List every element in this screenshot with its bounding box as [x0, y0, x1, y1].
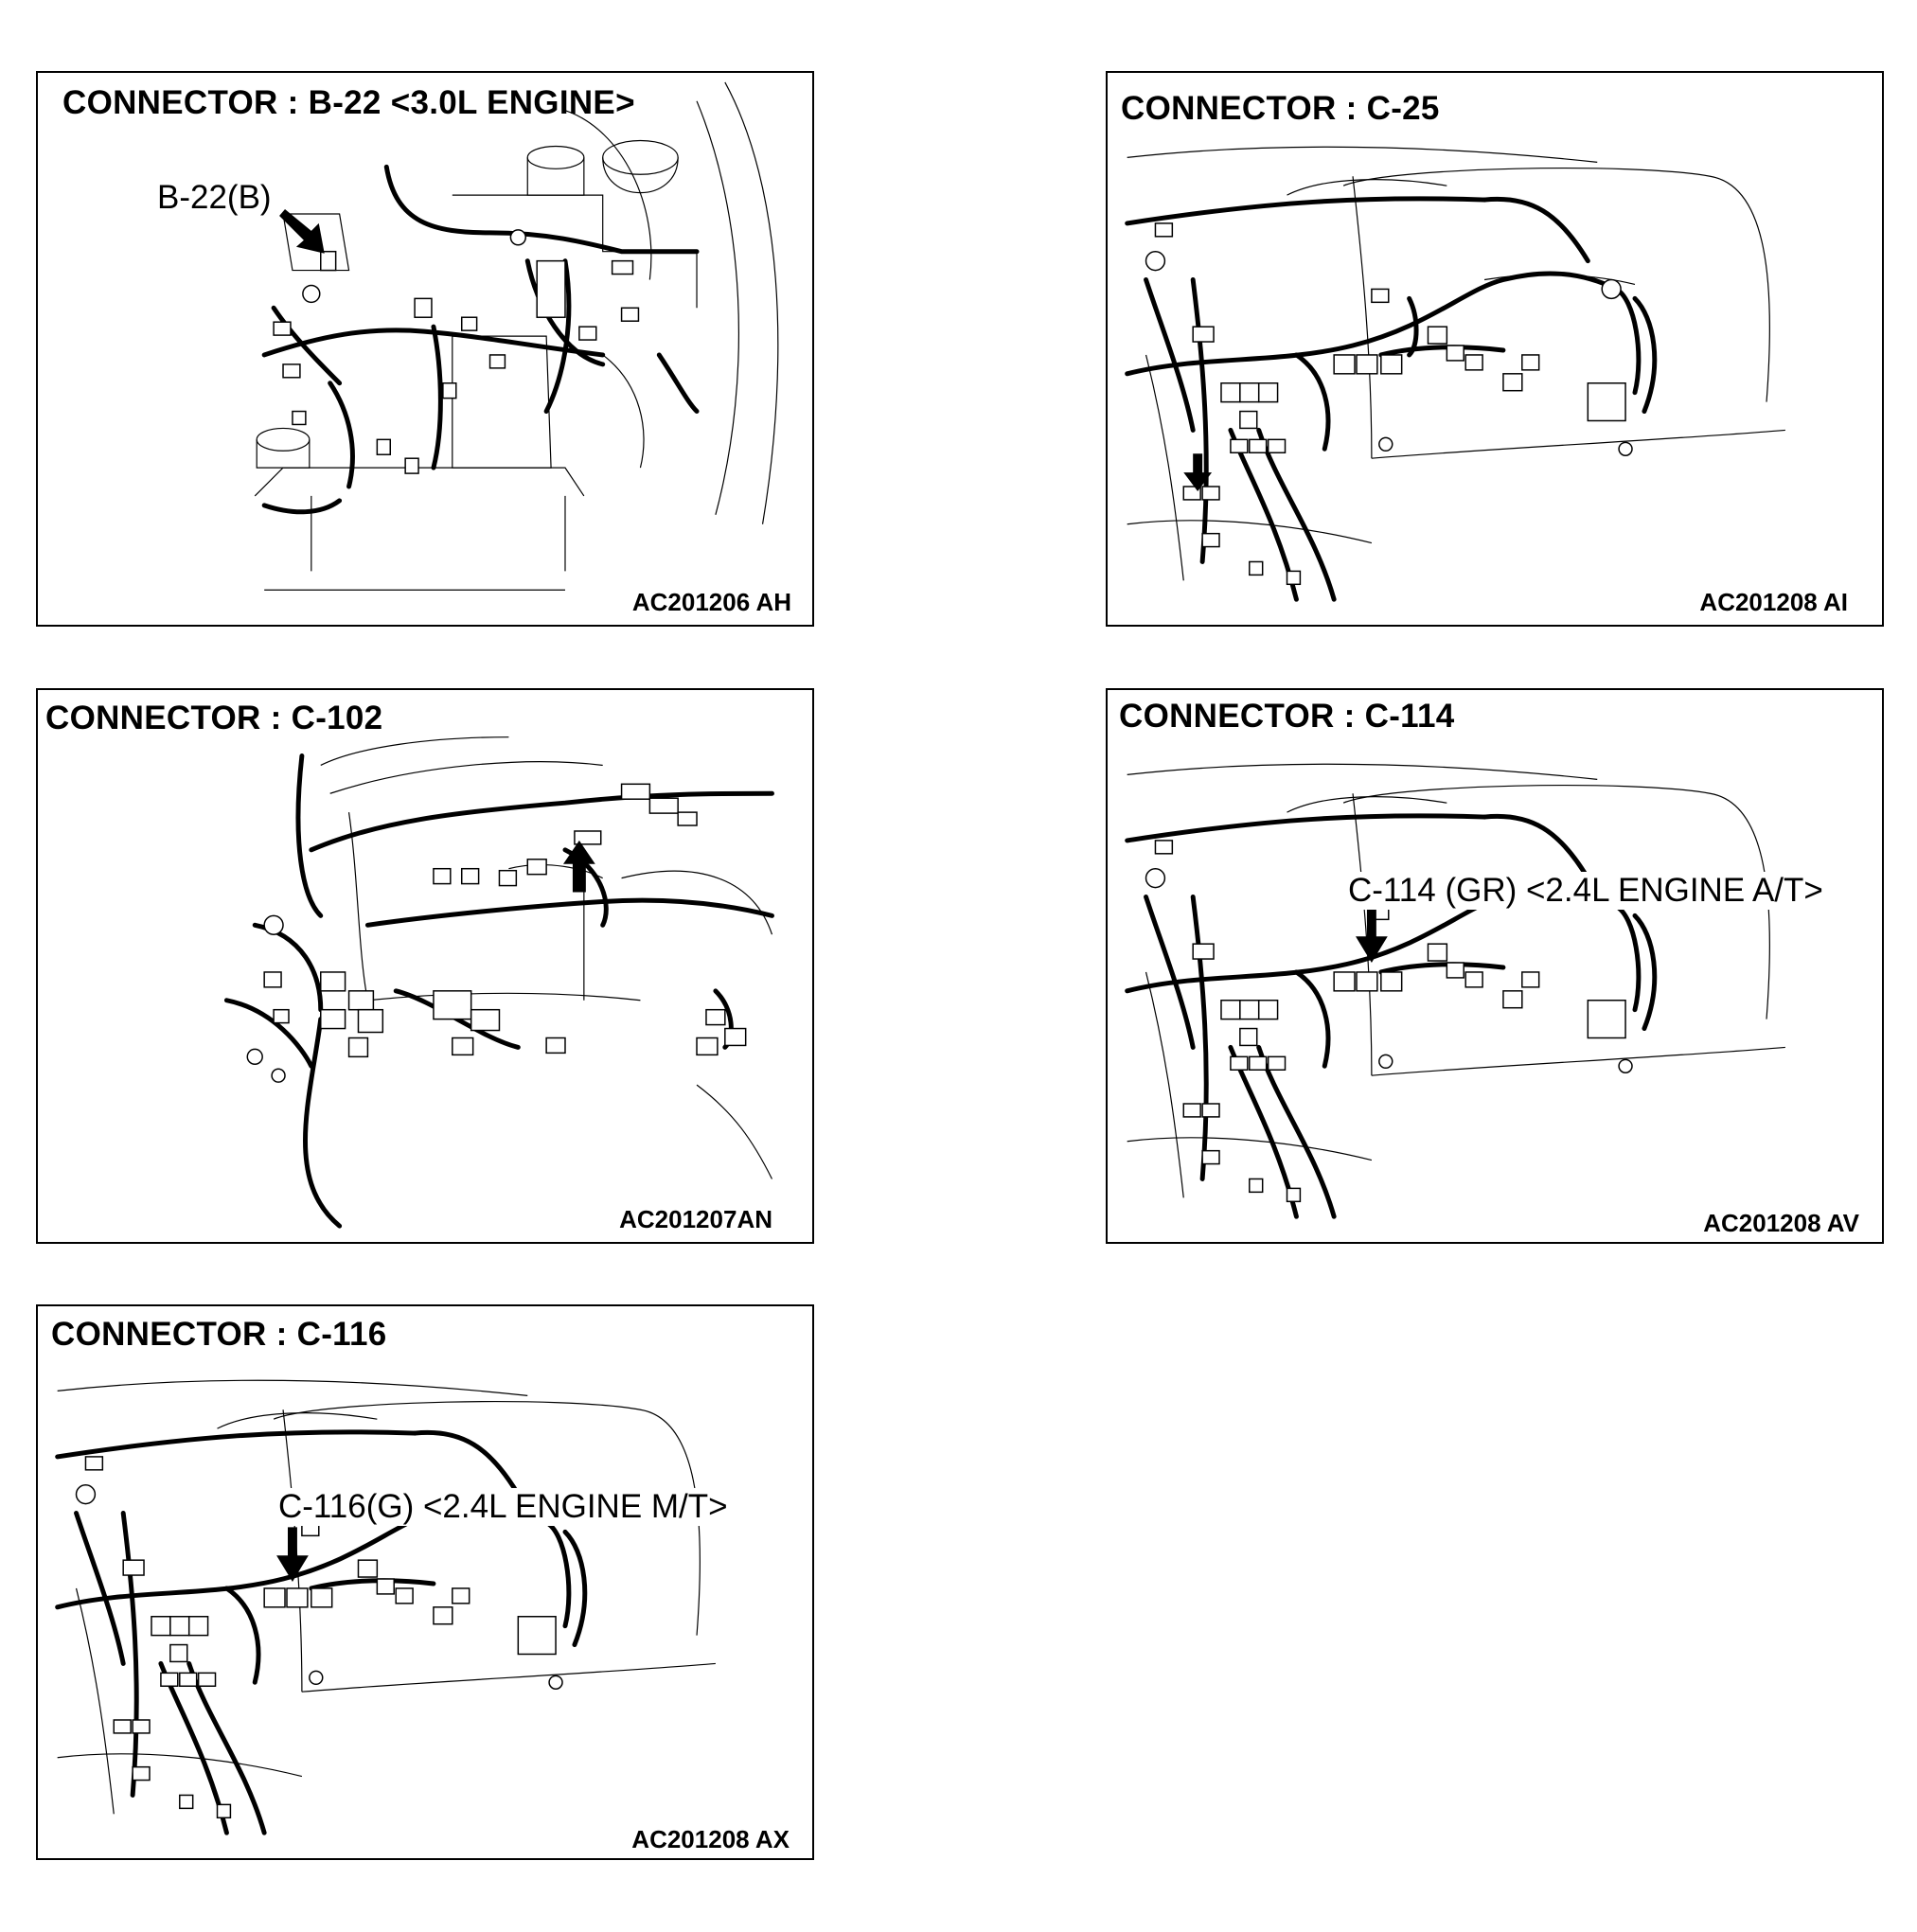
engine-bay-harness-illustration [254, 81, 779, 591]
pointer-arrow [1356, 906, 1388, 964]
connector-callout-label: B-22(B) [153, 179, 275, 217]
panel-title: CONNECTOR : B-22 <3.0L ENGINE> [62, 84, 635, 121]
dashboard-harness-illustration [223, 736, 774, 1229]
pointer-arrow [279, 209, 325, 254]
figure-code: AC201206 AH [631, 588, 791, 616]
panel-connector-b22: CONNECTOR : B-22 <3.0L ENGINE> B-22(B) A… [36, 71, 814, 627]
pointer-arrow [1183, 453, 1213, 491]
figure-code: AC201208 AX [631, 1825, 790, 1853]
dashboard-harness-illustration [1125, 146, 1785, 602]
figure-code: AC201207AN [619, 1205, 772, 1233]
figure-code: AC201208 AV [1703, 1209, 1859, 1237]
figure-code: AC201208 AI [1699, 588, 1848, 616]
pointer-arrow [562, 840, 595, 893]
connector-callout-label: C-116(G) <2.4L ENGINE M/T> [275, 1488, 732, 1526]
panel-connector-c25: CONNECTOR : C-25 AC201208 AI [1106, 71, 1884, 627]
connector-callout-label: C-114 (GR) <2.4L ENGINE A/T> [1344, 872, 1827, 910]
panel-connector-c114: CONNECTOR : C-114 C-114 (GR) <2.4L ENGIN… [1106, 688, 1884, 1244]
panel-title: CONNECTOR : C-114 [1119, 698, 1455, 735]
panel-title: CONNECTOR : C-116 [51, 1316, 387, 1353]
panel-connector-c102: CONNECTOR : C-102 AC201207AN [36, 688, 814, 1244]
panel-title: CONNECTOR : C-102 [45, 700, 383, 736]
dashboard-harness-illustration [1125, 763, 1785, 1219]
pointer-arrow [276, 1527, 309, 1583]
dashboard-harness-illustration [55, 1379, 716, 1835]
panel-title: CONNECTOR : C-25 [1121, 90, 1440, 127]
panel-connector-c116: CONNECTOR : C-116 C-116(G) <2.4L ENGINE … [36, 1304, 814, 1860]
